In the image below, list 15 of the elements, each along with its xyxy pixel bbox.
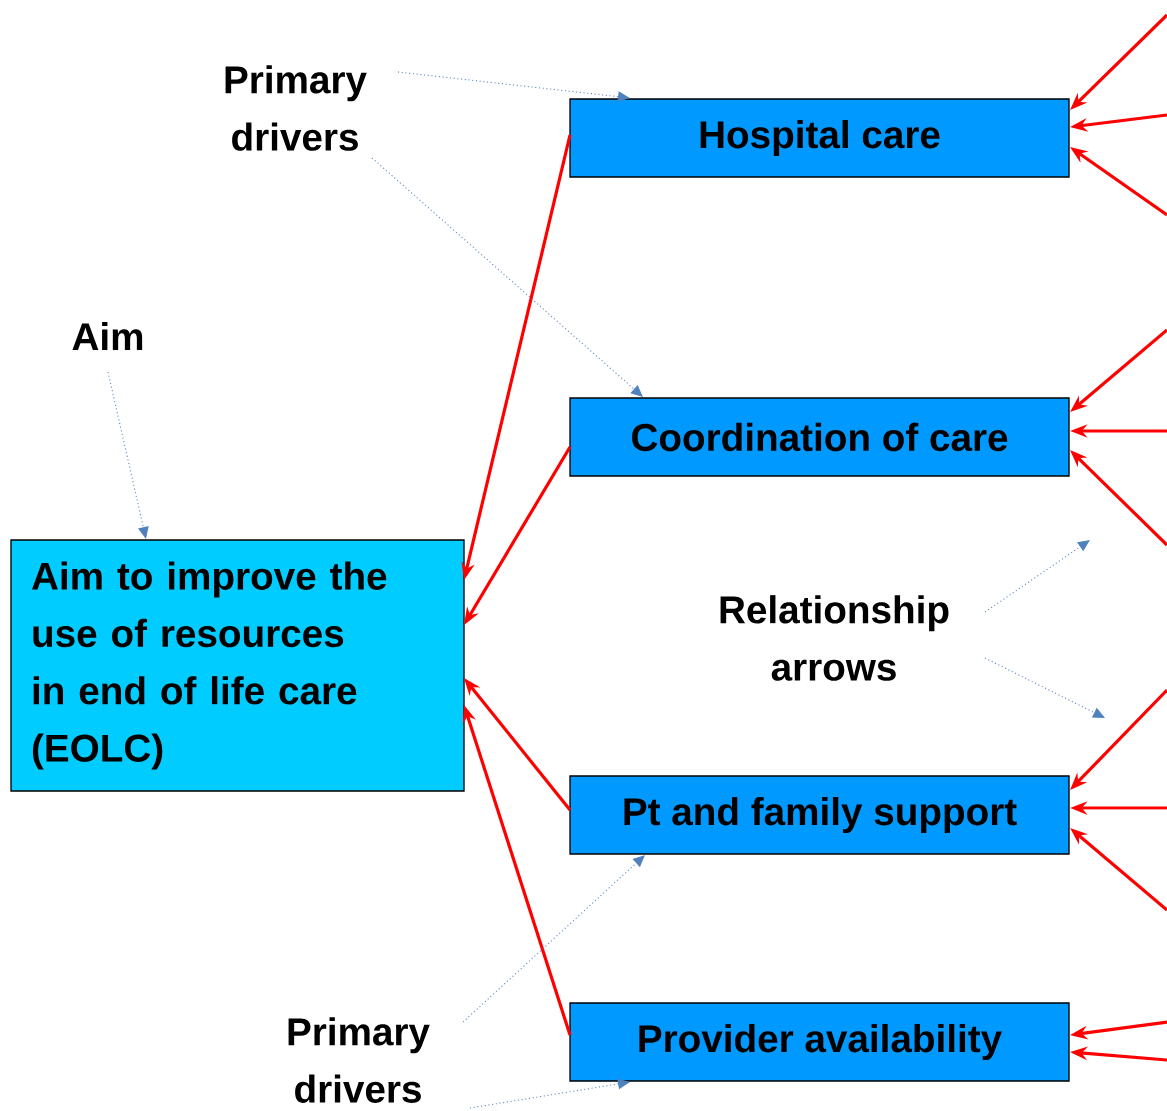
process-box: Provider availability	[569, 1002, 1070, 1082]
leader-line	[469, 1078, 630, 1109]
aim-box: Aim to improve the use of resources in end of life care (EOLC)	[10, 539, 465, 792]
annotation-label: Relationship arrows	[720, 595, 949, 681]
process-box: Hospital care	[569, 98, 1070, 178]
annotation-label: Aim	[72, 322, 143, 350]
annotation-label: Primary drivers	[225, 65, 367, 151]
leader-line	[462, 855, 645, 1023]
process-box: Coordination of care	[569, 397, 1070, 477]
leader-line	[984, 540, 1090, 613]
leader-line	[984, 657, 1105, 718]
process-box: Pt and family support	[569, 775, 1070, 855]
leader-line	[371, 157, 643, 397]
leader-line	[107, 371, 149, 539]
annotation-label: Primary drivers	[288, 1017, 430, 1103]
